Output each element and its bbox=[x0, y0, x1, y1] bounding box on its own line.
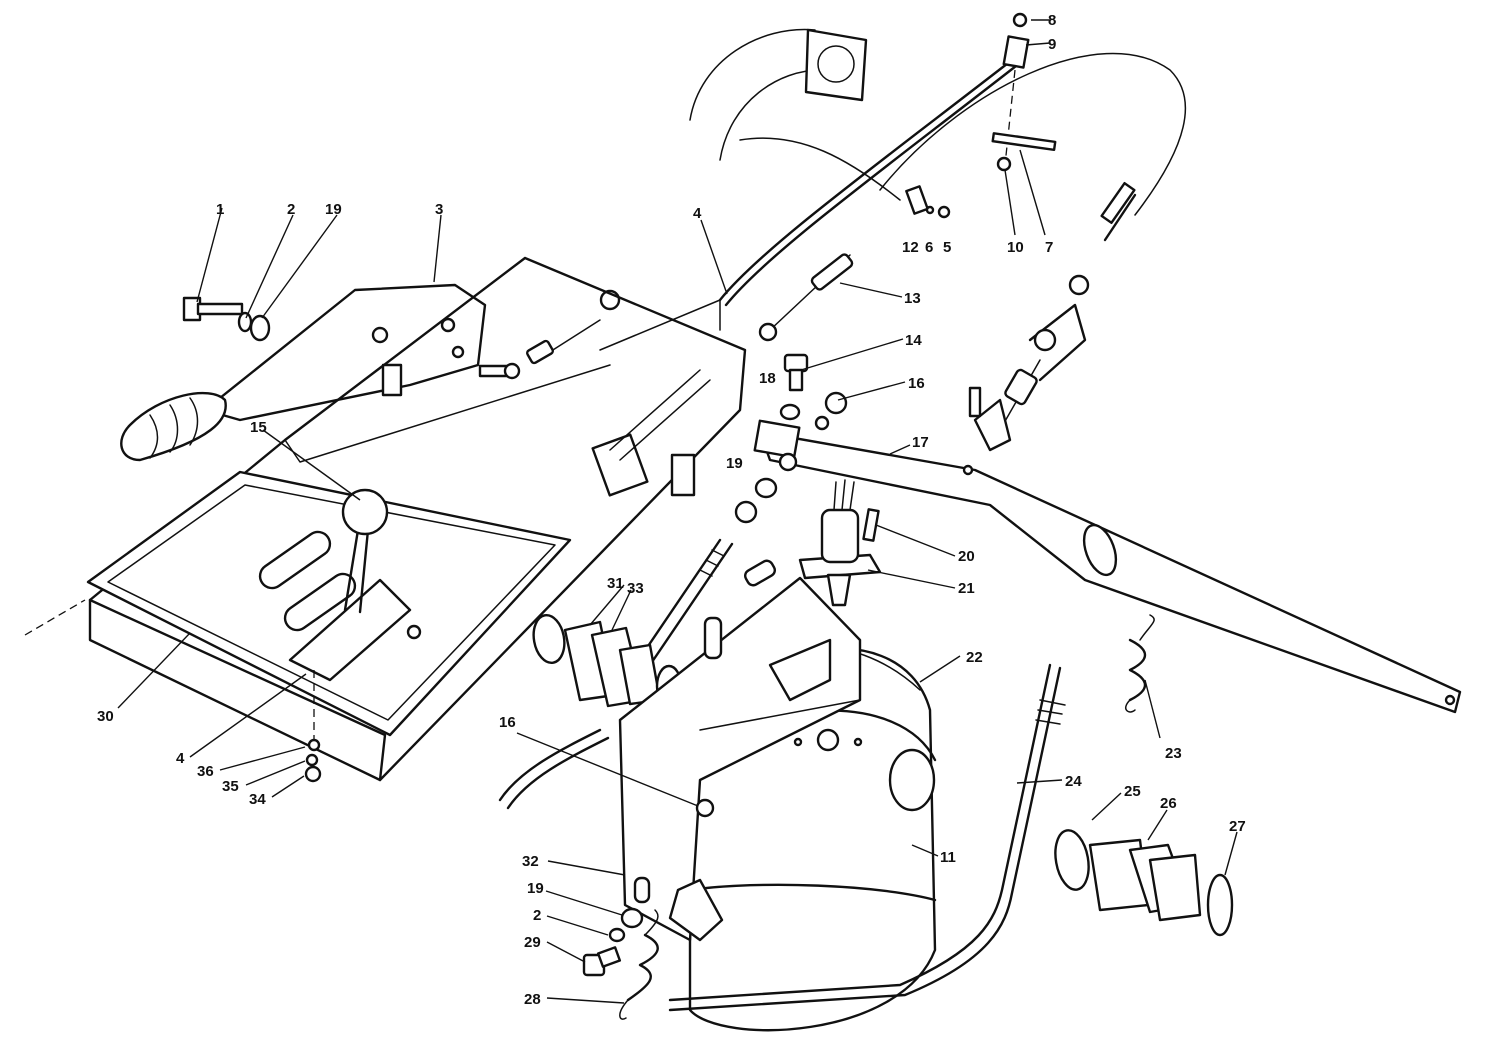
bolt-14 bbox=[779, 353, 848, 431]
callout-19c: 19 bbox=[527, 880, 544, 897]
callout-5: 5 bbox=[943, 239, 951, 256]
throttle-cable bbox=[879, 52, 1187, 296]
callout-26: 26 bbox=[1160, 795, 1177, 812]
callout-20: 20 bbox=[958, 548, 975, 565]
fitting-left bbox=[532, 614, 683, 708]
small-hardware bbox=[304, 670, 322, 783]
shift-lever bbox=[341, 488, 389, 614]
callout-1: 1 bbox=[216, 201, 224, 218]
callout-32: 32 bbox=[522, 853, 539, 870]
threaded-rod bbox=[638, 538, 734, 664]
callout-17: 17 bbox=[912, 434, 929, 451]
callout-23: 23 bbox=[1165, 745, 1182, 762]
clamp bbox=[668, 878, 724, 942]
callout-15: 15 bbox=[250, 419, 267, 436]
control-rod bbox=[718, 12, 1057, 307]
shift-plate bbox=[86, 470, 572, 737]
callout-25: 25 bbox=[1124, 783, 1141, 800]
solenoid bbox=[798, 479, 882, 607]
callout-10: 10 bbox=[1007, 239, 1024, 256]
callout-22: 22 bbox=[966, 649, 983, 666]
bolt-29 bbox=[582, 907, 644, 977]
callout-30: 30 bbox=[97, 708, 114, 725]
callout-7: 7 bbox=[1045, 239, 1053, 256]
spring-23 bbox=[1125, 614, 1155, 713]
callout-4: 4 bbox=[693, 205, 702, 222]
hand-lever bbox=[120, 283, 487, 462]
callout-3: 3 bbox=[435, 201, 443, 218]
callout-2b: 2 bbox=[533, 907, 541, 924]
callout-16b: 16 bbox=[499, 714, 516, 731]
muffler-tube bbox=[689, 28, 901, 201]
callout-28: 28 bbox=[524, 991, 541, 1008]
washer-19 bbox=[734, 452, 798, 524]
callout-18: 18 bbox=[759, 370, 776, 387]
clip-parts bbox=[905, 185, 951, 219]
brake-arm bbox=[753, 419, 1462, 714]
cable-end bbox=[758, 253, 854, 342]
floor-panel bbox=[88, 256, 747, 782]
callout-13: 13 bbox=[904, 290, 921, 307]
leader-lines bbox=[117, 19, 1238, 1004]
bolt-1 bbox=[182, 296, 271, 342]
fitting-right bbox=[1054, 829, 1234, 937]
callout-29: 29 bbox=[524, 934, 541, 951]
spring-28 bbox=[619, 909, 659, 1020]
callout-labels: 1 2 19 3 4 8 9 12 6 5 10 7 13 14 18 16 1… bbox=[97, 12, 1246, 1008]
callout-4b: 4 bbox=[176, 750, 185, 767]
callout-31: 31 bbox=[607, 575, 624, 592]
callout-6: 6 bbox=[925, 239, 933, 256]
rod-end bbox=[526, 289, 621, 365]
callout-16: 16 bbox=[908, 375, 925, 392]
callout-9: 9 bbox=[1048, 36, 1056, 53]
callout-19: 19 bbox=[325, 201, 342, 218]
pivot-pin bbox=[478, 362, 521, 380]
callout-35: 35 bbox=[222, 778, 239, 795]
callout-24: 24 bbox=[1065, 773, 1082, 790]
callout-33: 33 bbox=[627, 580, 644, 597]
u-rod bbox=[498, 663, 1066, 1012]
brake-linkage bbox=[968, 303, 1087, 452]
callout-21: 21 bbox=[958, 580, 975, 597]
callout-2: 2 bbox=[287, 201, 295, 218]
callout-27: 27 bbox=[1229, 818, 1246, 835]
callout-12: 12 bbox=[902, 239, 919, 256]
callout-34: 34 bbox=[249, 791, 266, 808]
callout-8: 8 bbox=[1048, 12, 1056, 29]
center-line bbox=[24, 599, 86, 636]
callout-14: 14 bbox=[905, 332, 922, 349]
callout-11: 11 bbox=[940, 849, 956, 866]
callout-36: 36 bbox=[197, 763, 214, 780]
callout-19b: 19 bbox=[726, 455, 743, 472]
